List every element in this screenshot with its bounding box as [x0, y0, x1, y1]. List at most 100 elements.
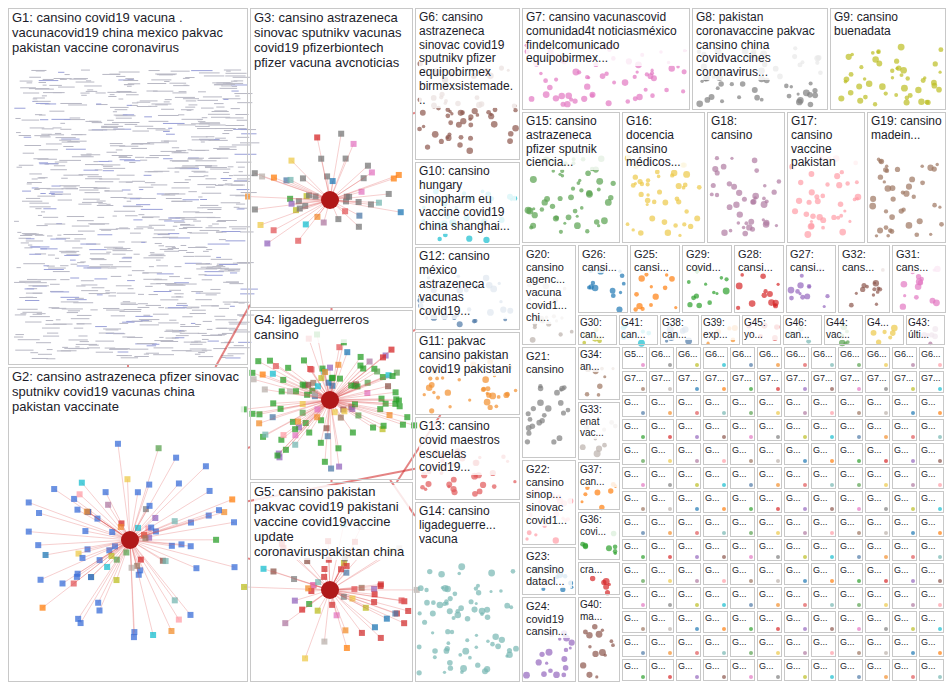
vertex-mark: [38, 354, 52, 355]
vertex-mark: [66, 149, 86, 150]
vertex-mark: [53, 271, 70, 272]
vertex-mark: [155, 74, 177, 75]
vertex-mark: [417, 645, 422, 650]
vertex-mark: [47, 349, 53, 350]
vertex-mark: [175, 337, 184, 338]
vertex-mark: [492, 633, 499, 640]
vertex-mark: [78, 231, 95, 232]
vertex-mark: [174, 222, 185, 223]
vertex-mark: [134, 254, 140, 255]
vertex-mark: [513, 480, 516, 483]
vertex-mark: [159, 219, 172, 220]
vertex-mark: [221, 178, 232, 179]
vertex-mark: [188, 543, 194, 549]
vertex-mark: [448, 120, 453, 125]
vertex-mark: [580, 206, 584, 210]
vertex-mark: [113, 254, 126, 255]
vertex-mark: [106, 310, 125, 311]
vertex-mark: [191, 342, 206, 343]
vertex-mark: [149, 225, 165, 226]
vertex-mark: [933, 61, 938, 66]
vertex-mark: [289, 201, 295, 207]
vertex-mark: [33, 98, 45, 99]
vertex-mark: [208, 125, 225, 126]
network-edge: [330, 400, 414, 425]
vertex-mark: [446, 136, 449, 139]
vertex-mark: [239, 303, 245, 304]
vertex-mark: [63, 146, 73, 147]
vertex-mark: [135, 126, 154, 127]
network-edge: [265, 400, 330, 435]
vertex-mark: [107, 249, 127, 250]
vertex-mark: [270, 371, 276, 377]
vertex-mark: [106, 252, 111, 253]
vertex-mark: [80, 341, 89, 342]
vertex-mark: [225, 240, 245, 241]
vertex-mark: [201, 108, 214, 109]
vertex-mark: [256, 420, 262, 426]
vertex-mark: [475, 602, 478, 605]
vertex-mark: [445, 646, 450, 651]
vertex-mark: [19, 165, 34, 166]
vertex-mark: [171, 187, 189, 188]
network-edge: [127, 479, 130, 540]
vertex-mark: [43, 79, 54, 80]
vertex-mark: [27, 279, 38, 280]
vertex-mark: [150, 632, 156, 638]
vertex-mark: [161, 141, 177, 142]
vertex-mark: [259, 173, 265, 179]
vertex-mark: [80, 244, 96, 245]
vertex-mark: [186, 100, 196, 101]
vertex-mark: [159, 245, 164, 246]
vertex-mark: [221, 355, 233, 356]
vertex-mark: [122, 257, 132, 258]
vertex-mark: [51, 291, 70, 292]
network-edge: [130, 540, 171, 631]
vertex-mark: [85, 178, 102, 179]
vertex-mark: [40, 119, 48, 120]
vertex-mark: [153, 314, 169, 315]
network-edge: [264, 569, 330, 590]
vertex-mark: [838, 95, 844, 101]
vertex-mark: [147, 142, 169, 143]
vertex-mark: [400, 422, 406, 428]
vertex-mark: [164, 141, 169, 142]
vertex-mark: [49, 193, 55, 194]
vertex-mark: [633, 75, 637, 79]
vertex-mark: [140, 160, 147, 161]
vertex-mark: [198, 352, 205, 353]
vertex-mark: [493, 107, 498, 112]
vertex-mark: [179, 228, 187, 229]
vertex-mark: [30, 246, 50, 247]
vertex-mark: [335, 216, 341, 222]
vertex-mark: [178, 250, 187, 251]
vertex-mark: [321, 369, 327, 375]
vertex-mark: [118, 241, 124, 242]
vertex-mark: [144, 116, 152, 117]
vertex-mark: [157, 193, 164, 194]
vertex-mark: [108, 268, 117, 269]
vertex-mark: [288, 158, 294, 164]
vertex-mark: [78, 335, 87, 336]
vertex-mark: [206, 136, 215, 137]
vertex-mark: [790, 85, 793, 88]
vertex-mark: [33, 314, 42, 315]
vertex-mark: [138, 294, 144, 295]
vertex-mark: [214, 103, 224, 104]
vertex-mark: [180, 324, 185, 325]
vertex-mark: [393, 389, 399, 395]
vertex-mark: [271, 227, 277, 233]
vertex-mark: [64, 255, 78, 256]
vertex-mark: [219, 88, 237, 89]
vertex-mark: [183, 85, 187, 86]
vertex-mark: [445, 113, 450, 118]
vertex-mark: [931, 80, 937, 86]
vertex-mark: [119, 72, 140, 73]
vertex-mark: [163, 131, 170, 132]
network-edge: [78, 540, 130, 574]
vertex-mark: [161, 341, 179, 342]
vertex-mark: [938, 47, 943, 52]
vertex-mark: [432, 131, 439, 138]
vertex-mark: [124, 206, 143, 207]
vertex-mark: [101, 127, 118, 128]
